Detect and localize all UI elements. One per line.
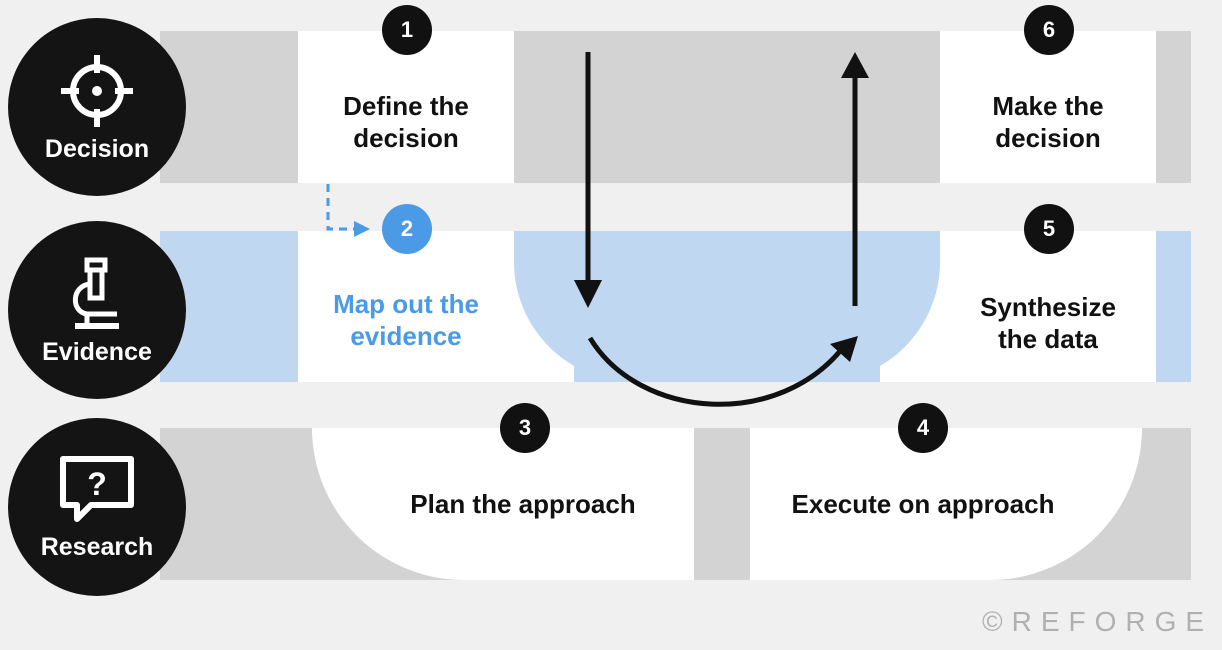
- evidence-label: Evidence: [42, 337, 152, 366]
- research-label: Research: [40, 532, 154, 561]
- brand-watermark: ©REFORGE: [982, 606, 1214, 637]
- dashed-connector-arrow: [326, 184, 370, 237]
- step-2-badge: 2: [382, 204, 432, 254]
- step-2-text: Map out the evidence: [333, 288, 479, 351]
- evidence-level: Evidence: [8, 221, 186, 399]
- question-speech-bubble-icon: ?: [57, 453, 137, 529]
- up-arrow: [841, 52, 869, 306]
- step-5-card: Synthesize the data: [940, 231, 1156, 382]
- step-1-card: Define the decision: [298, 31, 514, 183]
- u-turn-arrow: [587, 336, 858, 407]
- step-5-badge: 5: [1024, 204, 1074, 254]
- decision-label: Decision: [44, 134, 150, 163]
- step-6-text: Make the decision: [992, 91, 1104, 153]
- research-level: ? Research: [8, 418, 186, 596]
- svg-text:?: ?: [87, 466, 107, 502]
- step-5-text: Synthesize the data: [980, 291, 1116, 354]
- step-4-text: Execute on approach: [791, 489, 1055, 519]
- evidence-u-shape: [514, 231, 940, 382]
- decision-level: Decision: [8, 18, 186, 196]
- step-1-badge: 1: [382, 5, 432, 55]
- step-1-text: Define the decision: [343, 91, 469, 153]
- step-6-badge: 6: [1024, 5, 1074, 55]
- step-2-card: Map out the evidence: [298, 231, 514, 382]
- step-3-text: Plan the approach: [410, 489, 636, 519]
- target-icon: [57, 51, 137, 131]
- down-arrow: [574, 52, 602, 308]
- step-6-card: Make the decision: [940, 31, 1156, 183]
- step-3-badge: 3: [500, 403, 550, 453]
- microscope-icon: [57, 254, 137, 334]
- step-4-badge: 4: [898, 403, 948, 453]
